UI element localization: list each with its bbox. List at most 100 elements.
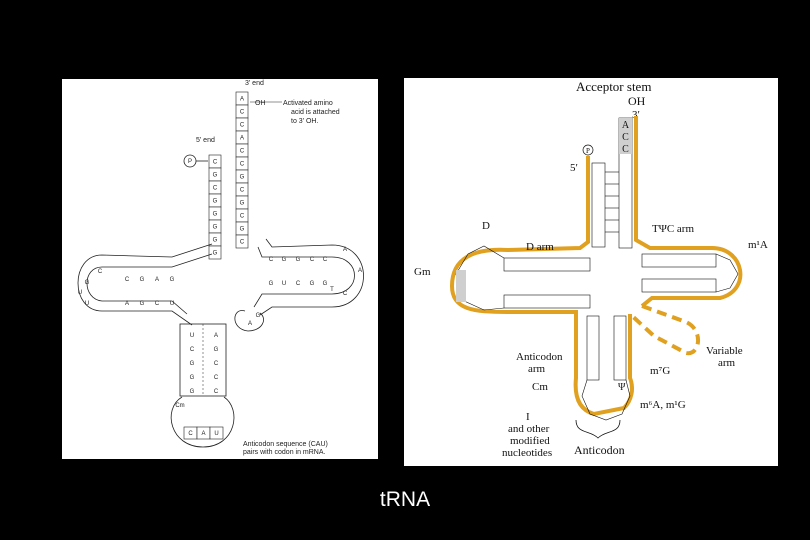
- svg-text:C: C: [214, 389, 219, 395]
- anticodon-base: A: [201, 431, 205, 437]
- p-label: P: [586, 147, 590, 155]
- acceptor-stem-label: Acceptor stem: [576, 79, 651, 94]
- anticodon-brace: [575, 419, 621, 439]
- psi-label: Ψ: [618, 382, 626, 393]
- five-prime-label: 5′: [570, 162, 578, 174]
- anticodon-arm: [581, 315, 631, 421]
- acceptor-5-base: G: [213, 225, 218, 231]
- cloverleaf-svg: 3' end 5' end OH Activated amino acid is…: [77, 80, 364, 456]
- variable-arm-label-1: Variable: [706, 345, 743, 357]
- gm-shaded: [456, 270, 466, 302]
- m1a-label: m¹A: [748, 239, 768, 251]
- d-label: D: [482, 220, 490, 232]
- acceptor-5-base: C: [213, 160, 218, 166]
- svg-text:G: G: [310, 281, 315, 287]
- tpsic-arm: [641, 253, 739, 293]
- anticodon-base: U: [214, 431, 218, 437]
- tpsic-arm-label: TΨC arm: [652, 223, 694, 235]
- note-3: modified: [510, 435, 550, 447]
- svg-text:A: A: [125, 301, 129, 307]
- svg-text:U: U: [190, 333, 194, 339]
- acceptor-pair-lines: [605, 171, 619, 233]
- acceptor-3-base: G: [240, 227, 245, 233]
- svg-text:G: G: [170, 277, 175, 283]
- cm-label: Cm: [532, 381, 548, 393]
- oh-label: OH: [255, 100, 266, 107]
- svg-text:U: U: [78, 290, 82, 296]
- svg-text:G: G: [190, 361, 195, 367]
- tpsic-arm-outline-outer: [259, 238, 364, 316]
- svg-text:G: G: [256, 313, 261, 319]
- svg-text:C: C: [214, 375, 219, 381]
- svg-text:A: A: [214, 333, 218, 339]
- svg-text:C: C: [214, 361, 219, 367]
- acceptor-3-base: C: [240, 162, 245, 168]
- anticodon-label: Anticodon: [574, 443, 625, 457]
- acceptor-5-strand: [591, 162, 606, 248]
- trna-cloverleaf-diagram: 3' end 5' end OH Activated amino acid is…: [62, 79, 378, 459]
- svg-text:G: G: [190, 375, 195, 381]
- acc-base: C: [622, 132, 629, 143]
- svg-text:G: G: [282, 257, 287, 263]
- note-i: I: [526, 411, 530, 423]
- acceptor-3-base: G: [240, 201, 245, 207]
- anticodon-arm-label-1: Anticodon: [516, 351, 563, 363]
- gm-label: Gm: [414, 266, 431, 278]
- svg-text:A: A: [155, 277, 159, 283]
- d-arm-outline: [86, 253, 213, 315]
- acceptor-3-base: A: [240, 97, 244, 103]
- acc-base: C: [622, 144, 629, 155]
- acceptor-3-base: G: [240, 175, 245, 181]
- three-prime-end-label: 3' end: [245, 80, 264, 87]
- anticodon-base-box: [209, 426, 224, 440]
- svg-text:U: U: [170, 301, 174, 307]
- anticodon-base: C: [188, 431, 193, 437]
- svg-text:A: A: [343, 247, 347, 253]
- svg-text:C: C: [155, 301, 160, 307]
- svg-text:C: C: [125, 277, 130, 283]
- anticodon-note-2: pairs with codon in mRNA.: [243, 449, 326, 456]
- acceptor-3-base: C: [240, 240, 245, 246]
- svg-text:G: G: [190, 389, 195, 395]
- svg-text:C: C: [98, 269, 103, 275]
- acceptor-5-base: G: [213, 173, 218, 179]
- svg-text:G: G: [296, 257, 301, 263]
- anticodon-arm-label-2: arm: [528, 363, 546, 375]
- m7g-label: m⁷G: [650, 365, 670, 377]
- svg-text:C: C: [343, 291, 348, 297]
- d-arm-outline-outer: [77, 243, 213, 326]
- acc-base: A: [622, 120, 630, 131]
- variable-arm-label-2: arm: [718, 357, 736, 369]
- p-circle: [582, 144, 594, 156]
- acceptor-3-base: C: [240, 110, 245, 116]
- annotated-svg: Acceptor stem OH 3′ 5′ P ACC D D arm Gm …: [414, 79, 768, 459]
- svg-text:C: C: [269, 257, 274, 263]
- d-arm: [455, 245, 591, 311]
- three-prime-label: 3′: [632, 109, 640, 121]
- five-prime-end-label: 5' end: [196, 137, 215, 144]
- acceptor-3-base-box: [235, 234, 249, 249]
- acceptor-3-base: C: [240, 214, 245, 220]
- acc-bases: ACC: [622, 120, 630, 155]
- svg-text:G: G: [140, 277, 145, 283]
- anticodon-note-1: Anticodon sequence (CAU): [243, 441, 328, 448]
- note-2: and other: [508, 423, 550, 435]
- svg-text:U: U: [85, 301, 89, 307]
- right-oh-label: OH: [628, 94, 646, 108]
- acceptor-3-base: C: [240, 149, 245, 155]
- svg-text:C: C: [310, 257, 315, 263]
- anticodon-loop: [170, 396, 235, 448]
- svg-text:U: U: [282, 281, 286, 287]
- acceptor-3-base: C: [240, 188, 245, 194]
- d-arm-label: D arm: [526, 241, 554, 253]
- acceptor-3-base: A: [240, 136, 244, 142]
- cm-label: Cm: [175, 403, 184, 409]
- acceptor-3-base: C: [240, 123, 245, 129]
- svg-text:A: A: [358, 268, 362, 274]
- svg-text:C: C: [190, 347, 195, 353]
